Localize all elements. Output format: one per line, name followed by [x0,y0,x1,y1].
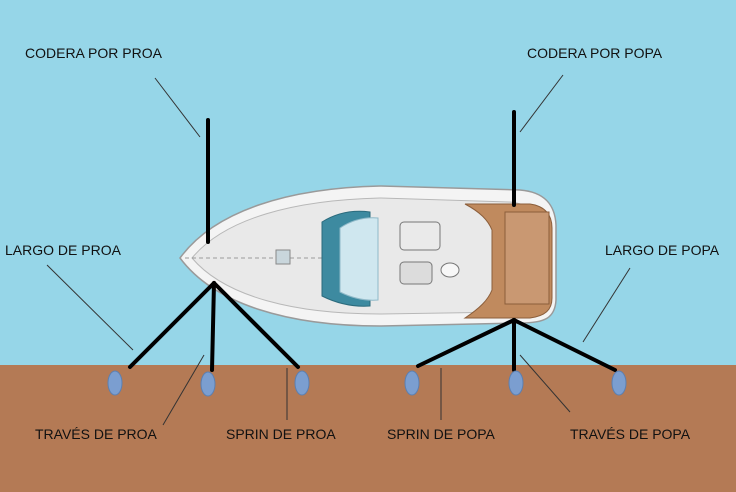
leader-largo-proa [46,264,134,351]
leader-codera-popa [519,74,564,133]
boat [179,185,557,327]
bollard-4 [404,370,420,396]
label-codera-popa: CODERA POR POPA [527,45,663,61]
line-traves-proa [210,281,216,372]
bollard-1 [107,370,123,396]
boat-hatch [275,249,291,265]
bollard-3 [294,370,310,396]
boat-seat [399,261,433,285]
line-largo-popa [512,318,617,372]
label-traves-proa: TRAVÉS DE PROA [35,426,157,442]
leader-traves-popa [519,354,571,413]
label-largo-popa: LARGO DE POPA [605,242,720,258]
line-sprin-popa [416,318,516,368]
leader-lines [46,74,631,426]
label-sprin-popa: SPRIN DE POPA [387,426,495,442]
bollards [107,370,627,397]
boat-table [440,262,460,278]
mooring-lines [128,110,617,372]
leader-traves-proa [162,354,205,426]
label-largo-proa: LARGO DE PROA [5,242,121,258]
boat-swim-platform [504,211,550,305]
leader-largo-popa [582,267,631,343]
bollard-5 [508,370,524,396]
bollard-2 [200,371,216,397]
label-codera-proa: CODERA POR PROA [25,45,162,61]
boat-cockpit [339,217,379,301]
bollard-6 [611,370,627,396]
line-sprin-proa [212,281,300,369]
label-sprin-proa: SPRIN DE PROA [226,426,336,442]
label-traves-popa: TRAVÉS DE POPA [570,426,691,442]
leader-codera-proa [154,77,201,138]
boat-console [399,221,441,251]
line-largo-proa [128,281,216,369]
